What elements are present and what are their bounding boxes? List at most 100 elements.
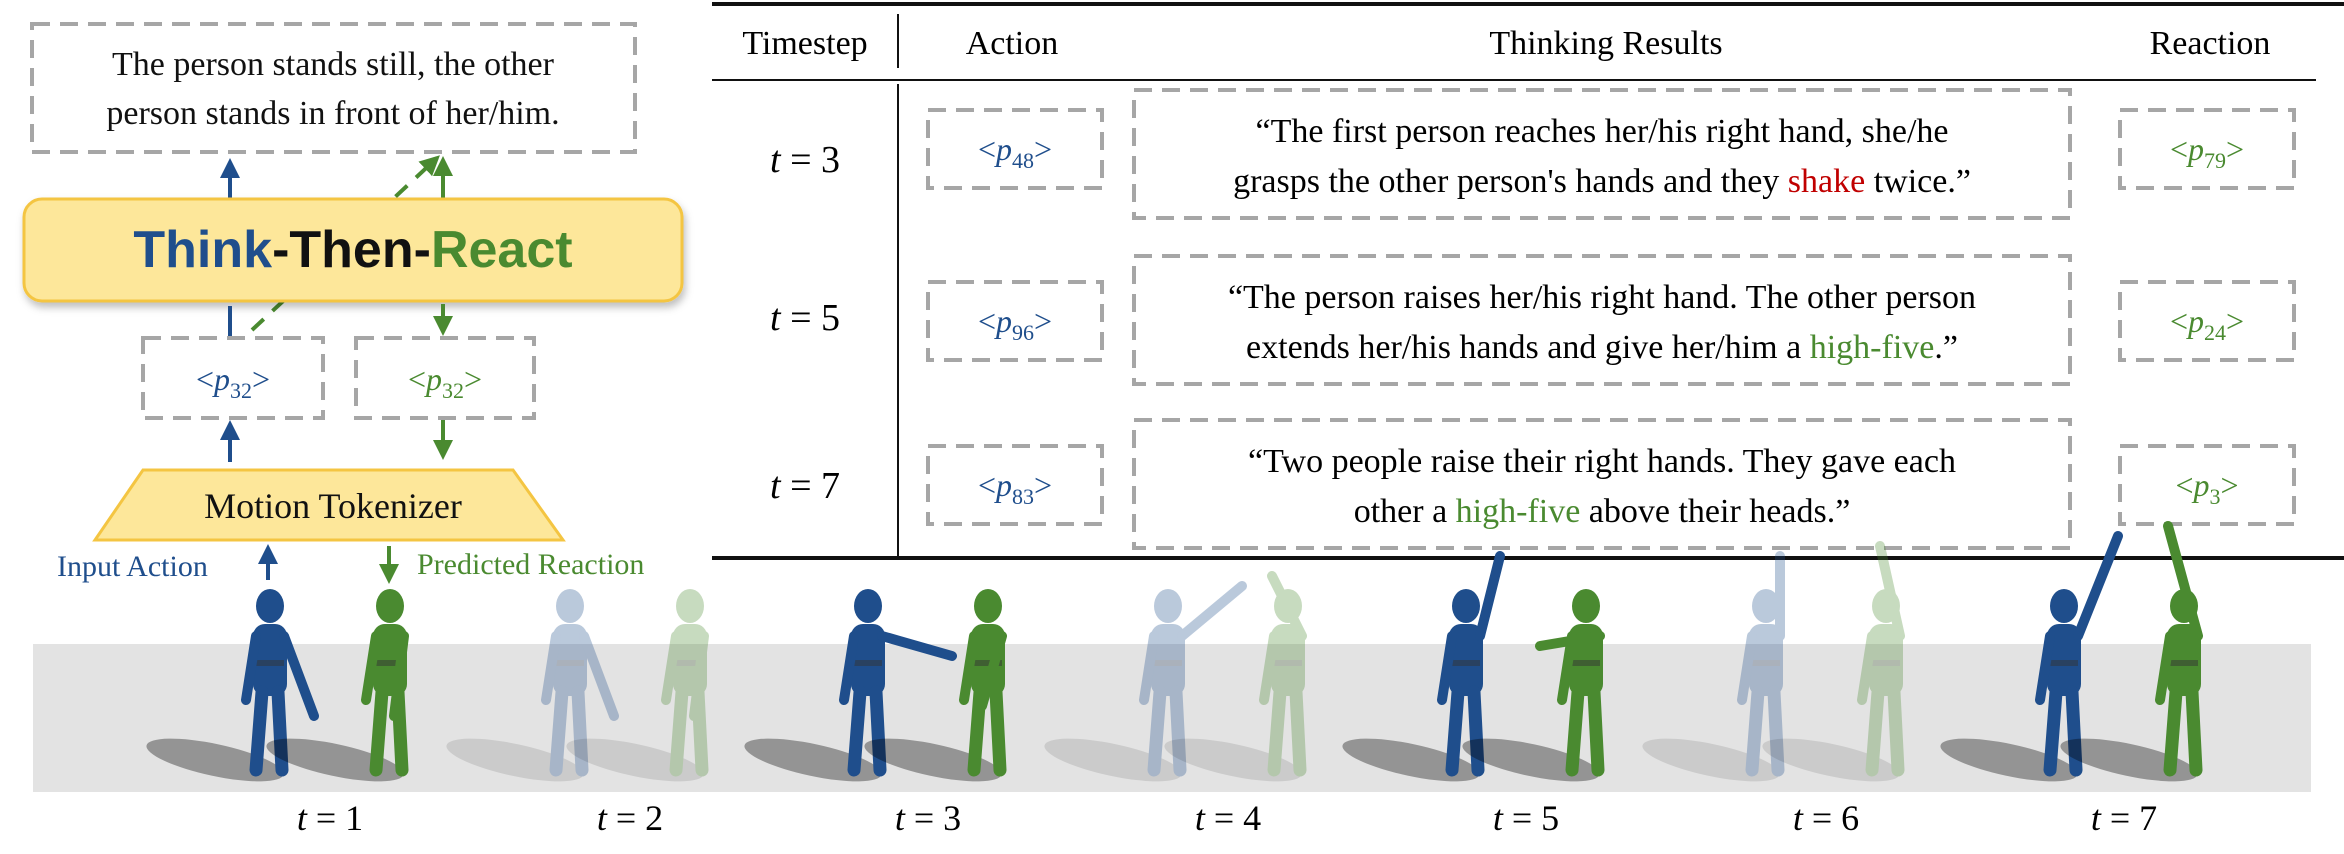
actor-figure <box>744 589 957 782</box>
action-token-box <box>926 108 1104 190</box>
title-dash-2: - <box>414 221 431 279</box>
thinking-highlight: shake <box>1788 163 1865 200</box>
frame-label: t = 6 <box>1793 798 1859 838</box>
thinking-line-2: other a high-five above their heads.” <box>1354 493 1851 530</box>
figure-frame <box>1940 521 2203 782</box>
reaction-token-box <box>2118 280 2296 362</box>
frame-label-eq: = <box>1205 798 1243 838</box>
frame-label-eq: = <box>607 798 645 838</box>
reaction-token: <p3> <box>2175 467 2238 509</box>
reaction-token-box <box>2118 108 2296 190</box>
title-think: Think <box>133 221 272 279</box>
action-token-base: p <box>994 303 1012 339</box>
reactor-figure <box>1164 571 1307 782</box>
frame-label-val: 3 <box>943 798 961 838</box>
thinking-line-2-post: twice.” <box>1865 163 1971 200</box>
frame-label-var: t <box>1493 798 1504 838</box>
reaction-token-base: p <box>2186 131 2204 167</box>
output-token-base: p <box>424 361 442 397</box>
table-row: t = 7 <p83> “Two people raise their righ… <box>770 418 2296 550</box>
figure-frame <box>1044 571 1307 782</box>
input-token-box <box>141 336 325 420</box>
thinking-line-2: extends her/his hands and give her/him a… <box>1246 329 1958 366</box>
output-token-sub: 32 <box>442 378 464 403</box>
actor-figure <box>1044 581 1247 782</box>
frame-label-eq: = <box>905 798 943 838</box>
thinking-line-1: “The first person reaches her/his right … <box>1256 113 1949 150</box>
actor-figure <box>1940 531 2123 782</box>
row-timestep: t = 3 <box>770 139 840 181</box>
ground-strip <box>33 644 2311 792</box>
motion-tokenizer-label: Motion Tokenizer <box>204 486 462 526</box>
row-timestep-val: 7 <box>821 465 840 507</box>
figure-frame <box>1342 551 1605 782</box>
thinking-line-2-post: .” <box>1934 329 1958 366</box>
frame-label-val: 7 <box>2139 798 2157 838</box>
caption-box <box>30 22 637 154</box>
row-timestep-var: t <box>770 297 782 339</box>
predicted-reaction-label: Predicted Reaction <box>417 548 644 581</box>
title-then: Then <box>289 221 413 279</box>
thinking-highlight: high-five <box>1456 493 1581 530</box>
header-action: Action <box>966 25 1059 62</box>
output-token: <p32> <box>408 361 482 403</box>
actor-figure <box>1342 551 1505 782</box>
reaction-token-box <box>2118 444 2296 526</box>
action-token-base: p <box>994 467 1012 503</box>
frame-label-eq: = <box>307 798 345 838</box>
frame-label-var: t <box>895 798 906 838</box>
frame-label-val: 4 <box>1243 798 1261 838</box>
thinking-line-2: grasps the other person's hands and they… <box>1233 163 1971 200</box>
action-token-sub: 48 <box>1012 148 1034 173</box>
table-row: t = 5 <p96> “The person raises her/his r… <box>770 254 2296 386</box>
figure-frame <box>446 589 709 782</box>
title-react: React <box>431 221 573 279</box>
reaction-token-sub: 24 <box>2204 320 2226 345</box>
reactor-figure <box>864 589 1007 782</box>
action-token: <p48> <box>978 131 1052 173</box>
row-timestep-eq: = <box>790 297 811 339</box>
header-timestep: Timestep <box>742 25 867 62</box>
row-timestep-val: 5 <box>821 297 840 339</box>
frame-label-val: 1 <box>345 798 363 838</box>
reactor-figure <box>266 589 409 782</box>
reactor-figure <box>566 589 709 782</box>
action-token-base: p <box>994 131 1012 167</box>
thinking-line-1: “Two people raise their right hands. The… <box>1248 443 1956 480</box>
output-token-box <box>354 336 536 420</box>
figure-frames <box>146 521 2203 782</box>
reaction-token-base: p <box>2186 303 2204 339</box>
reaction-token: <p79> <box>2170 131 2244 173</box>
reactor-figure <box>2060 521 2203 782</box>
think-then-react-box <box>22 197 684 303</box>
frame-label-val: 6 <box>1841 798 1859 838</box>
frame-label: t = 1 <box>297 798 363 838</box>
frame-label-var: t <box>1195 798 1206 838</box>
frame-label-eq: = <box>1503 798 1541 838</box>
row-timestep-eq: = <box>790 139 811 181</box>
frame-label-var: t <box>597 798 608 838</box>
action-token: <p83> <box>978 467 1052 509</box>
row-timestep-val: 3 <box>821 139 840 181</box>
caption-line-1: The person stands still, the other <box>112 46 555 83</box>
row-timestep: t = 7 <box>770 465 840 507</box>
input-token: <p32> <box>196 361 270 403</box>
reaction-token: <p24> <box>2170 303 2244 345</box>
frame-label: t = 7 <box>2091 798 2157 838</box>
figure-frame <box>146 589 409 782</box>
frame-label-val: 5 <box>1541 798 1559 838</box>
left-panel: The person stands still, the other perso… <box>22 22 684 584</box>
actor-figure <box>1642 551 1785 782</box>
input-token-base: p <box>212 361 230 397</box>
reaction-token-base: p <box>2192 467 2210 503</box>
action-token-sub: 96 <box>1012 320 1034 345</box>
title-dash-1: - <box>272 221 289 279</box>
frame-label-var: t <box>1793 798 1804 838</box>
frame-label: t = 2 <box>597 798 663 838</box>
frame-label-var: t <box>297 798 308 838</box>
think-then-react-title: Think-Then-React <box>133 221 572 279</box>
reactor-figure <box>1762 541 1905 782</box>
reaction-token-sub: 3 <box>2210 484 2221 509</box>
